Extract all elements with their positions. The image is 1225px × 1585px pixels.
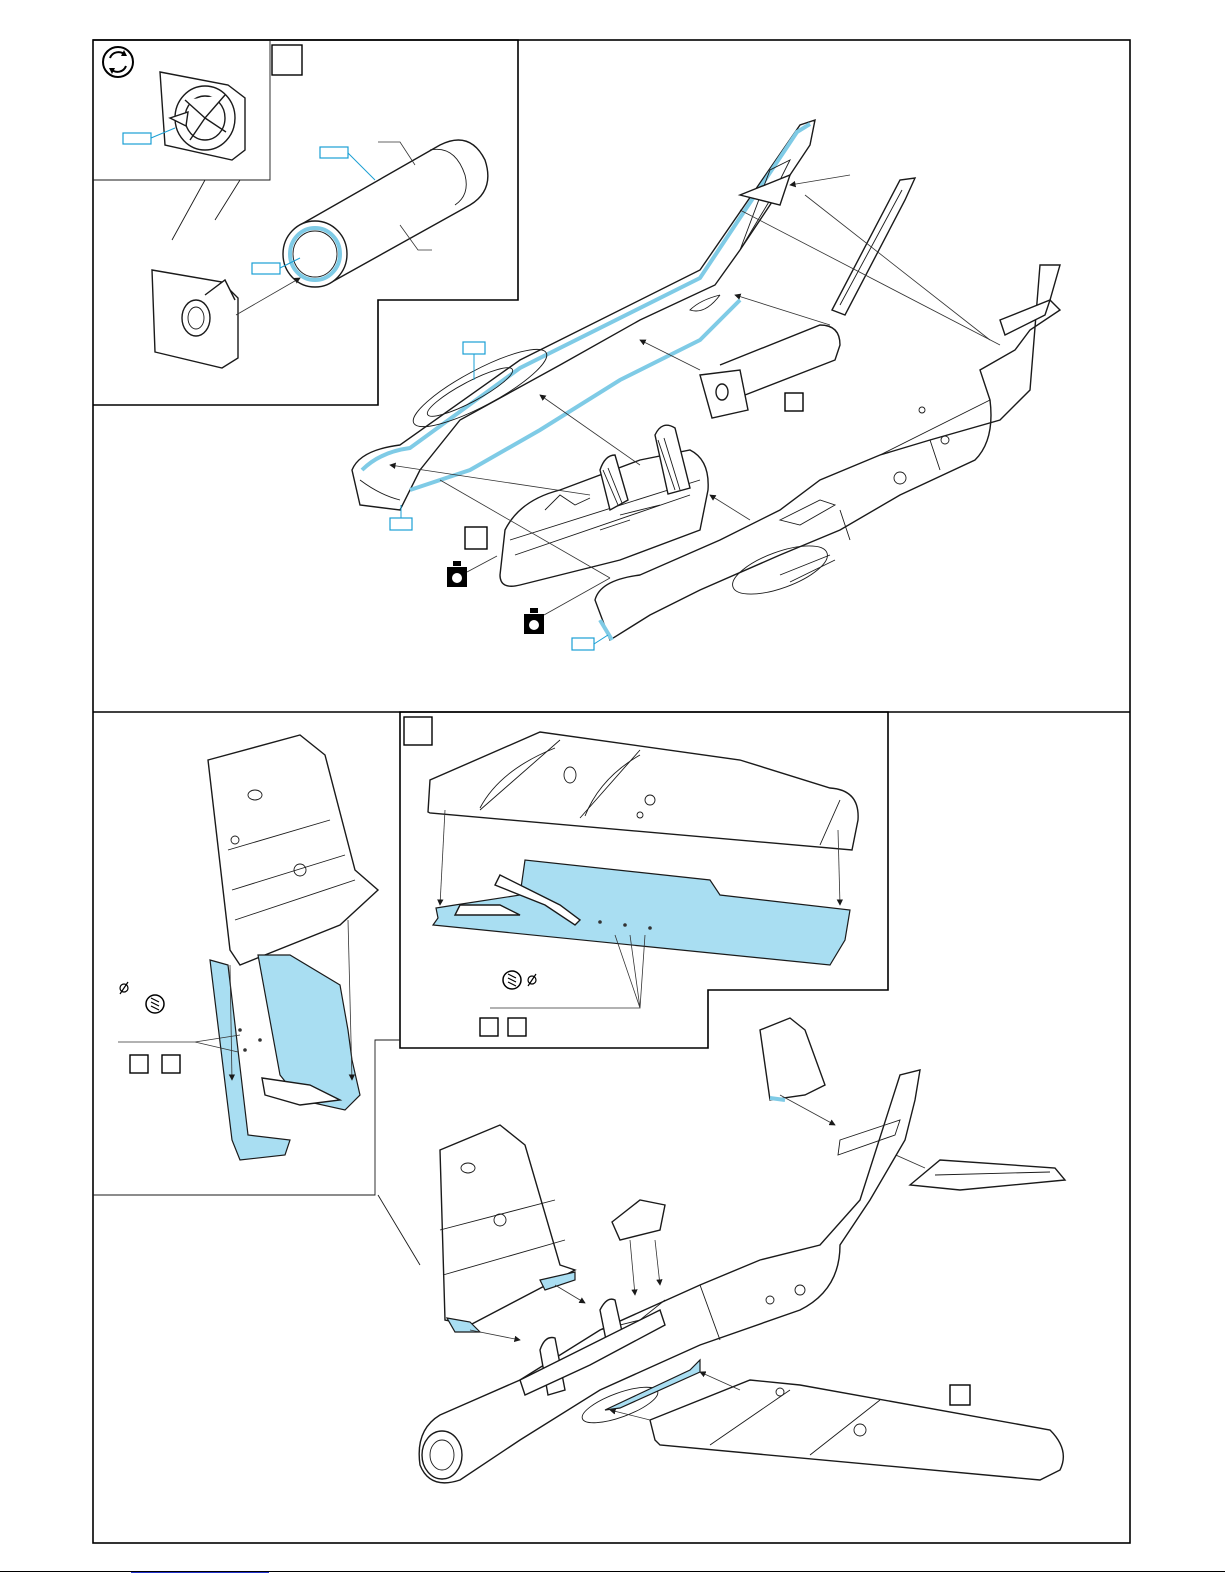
step-number-box <box>785 393 803 411</box>
step-number-box <box>404 717 432 745</box>
callout-tag <box>390 518 412 530</box>
diameter-icon <box>528 974 536 986</box>
callout-tag <box>123 133 151 144</box>
callout-tag <box>252 263 280 274</box>
tail-flap-inset <box>93 735 420 1265</box>
step-number-box <box>950 1385 970 1405</box>
callout-tag <box>572 638 594 650</box>
callout-tag <box>320 147 348 158</box>
rotate-arrows-icon <box>103 47 133 77</box>
drill-hole-icon <box>503 971 521 989</box>
exhaust-flange-detail <box>160 72 245 160</box>
step-number-box <box>272 45 302 75</box>
footer-link-underline[interactable] <box>131 1572 269 1573</box>
engine-exhaust-inset <box>93 40 518 405</box>
exhaust-tube-part <box>283 140 488 287</box>
diameter-icon <box>120 982 128 994</box>
step-number-box <box>465 527 487 549</box>
exhaust-base-plate <box>152 270 300 368</box>
step-number-box <box>480 1018 498 1036</box>
step-number-box <box>508 1018 526 1036</box>
step-number-box <box>162 1055 180 1073</box>
drill-hole-icon <box>146 995 164 1013</box>
callout-tag <box>463 342 485 354</box>
wing-flap-inset <box>400 712 888 1048</box>
step-number-box <box>130 1055 148 1073</box>
weight-icon <box>447 561 467 587</box>
weight-icon <box>524 608 544 634</box>
final-assembly <box>419 1018 1065 1483</box>
